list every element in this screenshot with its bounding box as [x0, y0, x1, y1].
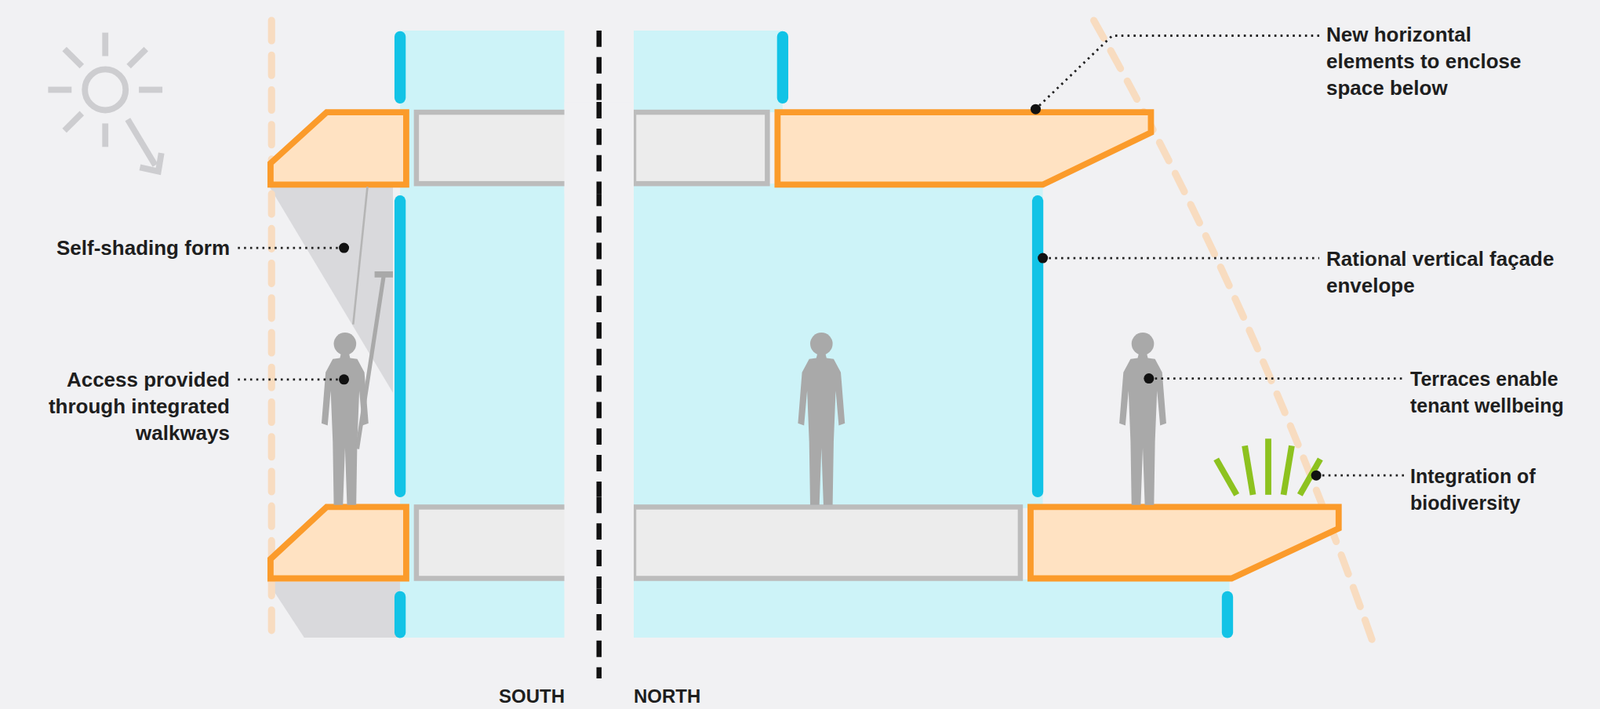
orientation-label: NORTH: [633, 685, 760, 708]
callout-label: Rational vertical façade envelope: [1326, 245, 1578, 299]
callout-label: Self-shading form: [15, 234, 230, 262]
leader-dot: [338, 104, 1322, 481]
sun-icon: [47, 32, 163, 172]
planting: [1216, 438, 1321, 495]
orientation-label: SOUTH: [439, 685, 565, 708]
callout-label: Terraces enable tenant wellbeing: [1410, 365, 1597, 419]
envelope-line: [268, 20, 276, 643]
callout-label: Access provided through integrated walkw…: [7, 366, 230, 447]
leader-line: [237, 36, 1405, 477]
callout-label: New horizontal elements to enclose space…: [1326, 21, 1562, 102]
facade-mullion: [400, 36, 1228, 633]
callout-label: Integration of biodiversity: [1410, 462, 1597, 517]
person: [321, 186, 1167, 506]
floor-slab: [270, 101, 1339, 589]
